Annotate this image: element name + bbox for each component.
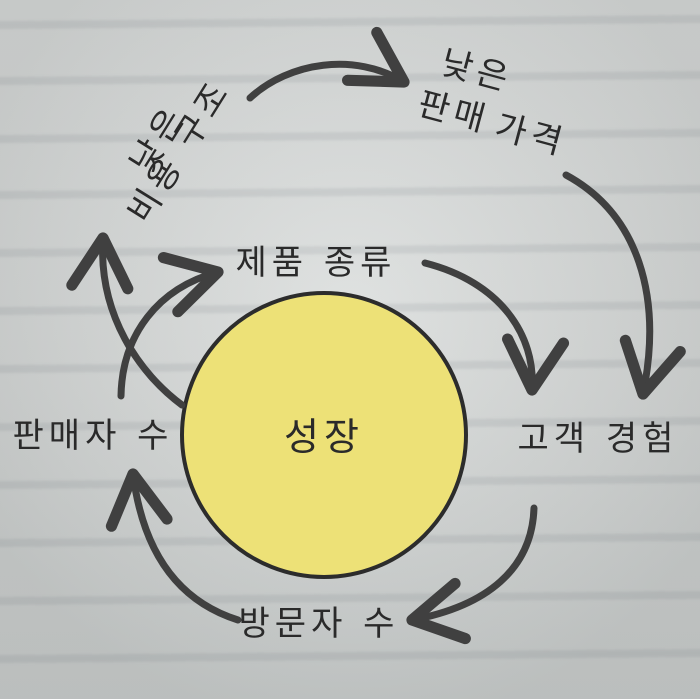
growth-circle <box>180 291 468 579</box>
arrow-sellers-to-product <box>117 252 224 400</box>
arrow-low-price-to-experience <box>562 171 686 400</box>
arrow-sellers-to-low-cost <box>66 232 186 409</box>
customer-experience-label: 고객 경험 <box>518 419 679 459</box>
product-variety-label: 제품 종류 <box>236 243 397 283</box>
arrow-product-to-experience <box>421 259 570 396</box>
arrow-low-cost-to-low-price <box>246 26 410 102</box>
low-price-label-line-3: 가격 <box>491 107 571 164</box>
arrow-visitors-to-sellers <box>105 468 242 624</box>
seller-count-label: 판매자 수 <box>13 416 174 456</box>
arrow-experience-to-visitors <box>406 504 538 645</box>
growth-label: 성장 <box>284 415 364 459</box>
visitor-count-label: 방문자 수 <box>239 604 400 644</box>
